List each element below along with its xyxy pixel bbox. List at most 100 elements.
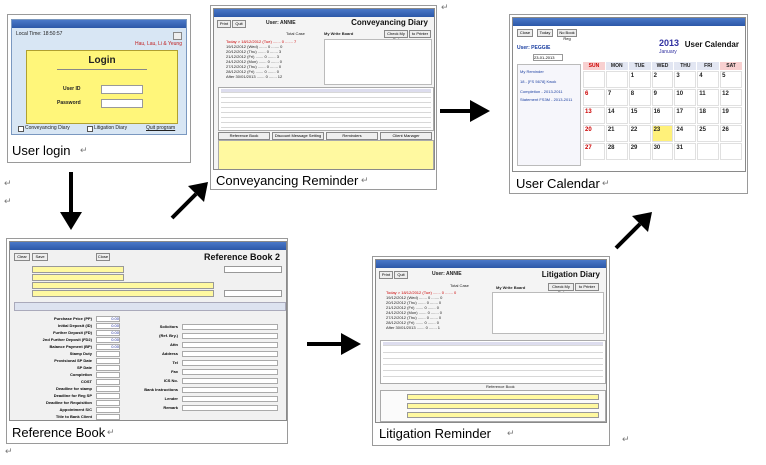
reference-value-field[interactable] [96, 407, 120, 413]
calendar-date-box[interactable]: 23-01-2013 [533, 54, 563, 61]
calendar-day-cell[interactable]: 7 [605, 89, 628, 106]
calendar-day-cell[interactable]: 21 [605, 125, 628, 142]
reference-right-field[interactable] [182, 360, 278, 366]
reference-value-field[interactable] [96, 372, 120, 378]
reference-save-button[interactable]: Save [32, 253, 48, 261]
open-field[interactable] [224, 290, 282, 297]
calendar-day-cell[interactable]: 16 [651, 107, 674, 124]
calendar-day-cell[interactable]: 29 [628, 143, 651, 160]
table-row[interactable] [383, 361, 603, 365]
reference-value-field[interactable] [96, 393, 120, 399]
reference-clear-button[interactable]: Clear [14, 253, 30, 261]
tab-discount-message[interactable]: Discount Message Setting [272, 132, 324, 140]
reference-right-field[interactable] [182, 342, 278, 348]
password-input[interactable] [101, 99, 143, 108]
calendar-day-cell[interactable]: 1 [628, 71, 651, 88]
calendar-day-cell[interactable]: 14 [605, 107, 628, 124]
calendar-today-button[interactable]: Today [537, 29, 553, 37]
type-field[interactable] [224, 266, 282, 273]
litigation-detail-field[interactable] [407, 394, 599, 400]
login-close-icon[interactable] [173, 32, 182, 40]
table-row[interactable] [221, 89, 431, 93]
table-row[interactable] [221, 114, 431, 118]
litigation-print-button[interactable]: Print [379, 271, 393, 279]
calendar-day-cell[interactable]: 30 [651, 143, 674, 160]
tab-reminders[interactable]: Reminders [326, 132, 378, 140]
calendar-day-cell[interactable]: 3 [674, 71, 697, 88]
calendar-day-cell[interactable]: 12 [720, 89, 742, 106]
reference-right-field[interactable] [182, 351, 278, 357]
table-row[interactable] [221, 124, 431, 128]
table-row[interactable] [221, 104, 431, 108]
calendar-day-cell[interactable]: 5 [720, 71, 742, 88]
calendar-day-cell[interactable]: 15 [628, 107, 651, 124]
reference-value-field[interactable]: 0.00 [96, 330, 120, 336]
reference-right-field[interactable] [182, 324, 278, 330]
table-row[interactable] [221, 94, 431, 98]
calendar-day-cell[interactable]: 26 [720, 125, 742, 142]
reference-value-field[interactable] [96, 386, 120, 392]
calendar-day-cell[interactable]: 24 [674, 125, 697, 142]
table-row[interactable] [383, 349, 603, 353]
reference-right-field[interactable] [182, 387, 278, 393]
user-id-input[interactable] [101, 85, 143, 94]
reference-value-field[interactable]: 0.00 [96, 316, 120, 322]
reference-value-field[interactable]: 0.00 [96, 344, 120, 350]
quit-program-link[interactable]: Quit program [146, 125, 176, 131]
reference-value-field[interactable] [96, 358, 120, 364]
litigation-quit-button[interactable]: Quit [394, 271, 408, 279]
tab-reference-book[interactable]: Reference Book [218, 132, 270, 140]
litigation-to-printer-button[interactable]: to Printer [575, 283, 599, 291]
litigation-detail-field[interactable] [407, 412, 599, 418]
calendar-day-cell[interactable]: 4 [697, 71, 720, 88]
check-my-ref-button[interactable]: Check My Ref [384, 30, 408, 42]
calendar-day-cell[interactable] [583, 71, 605, 88]
table-row[interactable] [221, 99, 431, 103]
table-row[interactable] [383, 373, 603, 377]
quit-button[interactable]: Quit [232, 20, 246, 28]
calendar-day-cell[interactable]: 10 [674, 89, 697, 106]
calendar-day-cell[interactable]: 2 [651, 71, 674, 88]
calendar-day-cell[interactable]: 9 [651, 89, 674, 106]
client-field[interactable] [32, 274, 124, 281]
calendar-day-cell[interactable]: 20 [583, 125, 605, 142]
reference-right-field[interactable] [182, 369, 278, 375]
reference-value-field[interactable]: 0.00 [96, 323, 120, 329]
calendar-close-button[interactable]: Close [517, 29, 533, 37]
to-printer-button[interactable]: to Printer [409, 30, 431, 38]
calendar-day-cell[interactable]: 22 [628, 125, 651, 142]
reference-value-field[interactable] [96, 414, 120, 420]
calendar-day-cell[interactable]: 6 [583, 89, 605, 106]
tab-client-manager[interactable]: Client Manager [380, 132, 432, 140]
reference-value-field[interactable] [96, 379, 120, 385]
litigation-checkbox[interactable] [87, 126, 93, 132]
remark-field[interactable] [32, 290, 214, 297]
reference-value-field[interactable]: 0.00 [96, 337, 120, 343]
reference-right-field[interactable] [182, 333, 278, 339]
calendar-day-cell[interactable]: 18 [697, 107, 720, 124]
reference-right-field[interactable] [182, 396, 278, 402]
matter-field[interactable] [32, 282, 214, 289]
litigation-check-ref-button[interactable]: Check My Ref [548, 283, 574, 295]
calendar-day-cell[interactable]: 11 [697, 89, 720, 106]
job-no-field[interactable] [32, 266, 124, 273]
table-row[interactable] [383, 355, 603, 359]
table-row[interactable] [383, 367, 603, 371]
calendar-day-cell[interactable]: 28 [605, 143, 628, 160]
print-button[interactable]: Print [217, 20, 231, 28]
reference-right-field[interactable] [182, 405, 278, 411]
reference-value-field[interactable] [96, 351, 120, 357]
litigation-write-board[interactable] [492, 292, 604, 334]
calendar-day-cell[interactable]: 8 [628, 89, 651, 106]
reference-value-field[interactable] [96, 365, 120, 371]
write-board-area[interactable] [324, 39, 432, 85]
table-row[interactable] [221, 109, 431, 113]
reference-right-field[interactable] [182, 378, 278, 384]
calendar-day-cell[interactable]: 23 [651, 125, 674, 142]
calendar-no-booking-button[interactable]: No Book Reg [557, 29, 577, 41]
calendar-day-cell[interactable] [605, 71, 628, 88]
reference-close-button[interactable]: Close [96, 253, 110, 261]
calendar-day-cell[interactable]: 17 [674, 107, 697, 124]
calendar-day-cell[interactable]: 27 [583, 143, 605, 160]
table-row[interactable] [221, 119, 431, 123]
